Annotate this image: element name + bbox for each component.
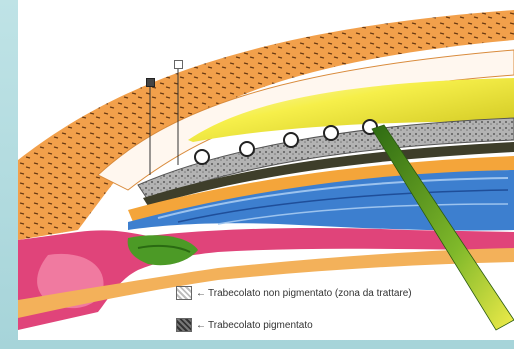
anatomy-figure: ← Trabecolato non pigmentato (zona da tr… [18,0,514,340]
laser-spot [324,126,338,140]
laser-spot [284,133,298,147]
laser-spot [240,142,254,156]
marker-pigmented [146,78,155,87]
legend-arrow-icon: ← [196,288,206,299]
laser-spot [195,150,209,164]
marker-non-pigmented [174,60,183,69]
legend-arrow-icon: ← [196,320,206,331]
legend-label-pigmented: Trabecolato pigmentato [208,320,313,331]
legend-item-non-pigmented: ← Trabecolato non pigmentato (zona da tr… [176,286,412,300]
legend-label-non-pigmented: Trabecolato non pigmentato (zona da trat… [208,288,412,299]
legend-swatch-dark [176,318,192,332]
legend-item-pigmented: ← Trabecolato pigmentato [176,318,313,332]
legend-swatch-light [176,286,192,300]
